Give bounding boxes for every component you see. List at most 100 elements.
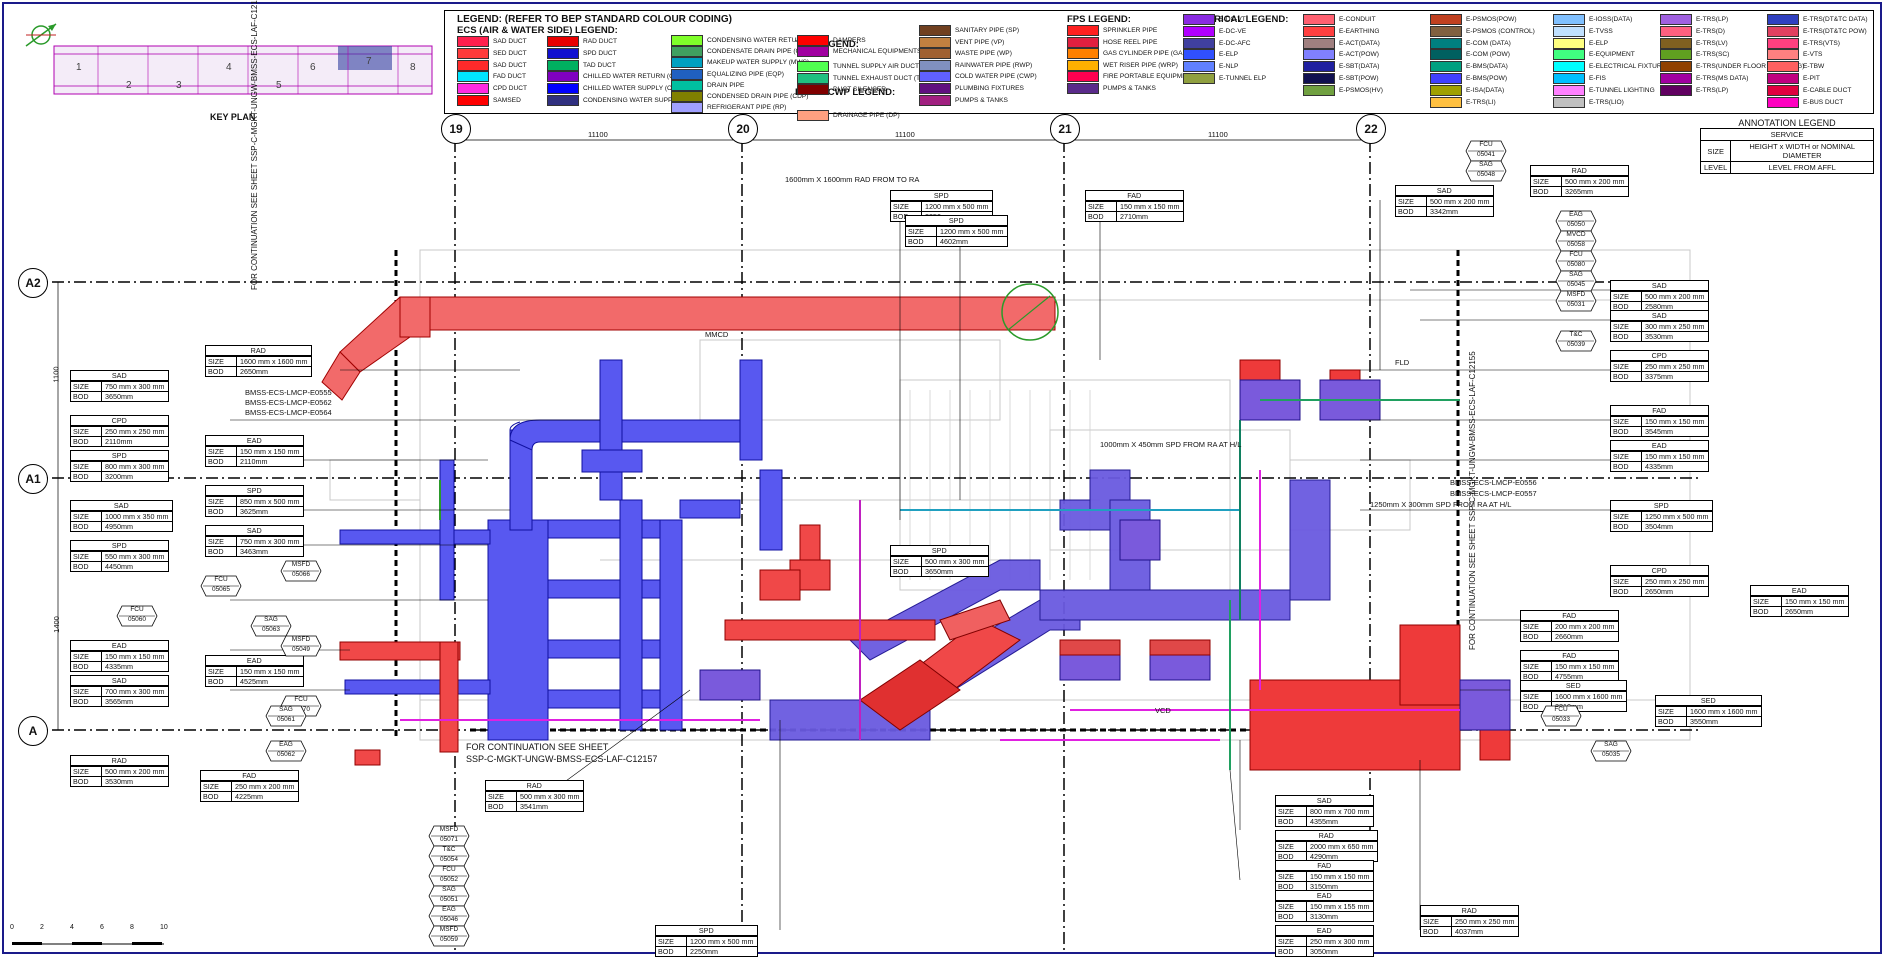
tag-bod-key: BOD: [71, 392, 102, 401]
tag-service: SPD: [206, 486, 303, 496]
legend-label: EQUALIZING PIPE (EQP): [707, 70, 784, 78]
key-plan-zone: 5: [276, 80, 282, 91]
legend-item: HOSE REEL PIPE: [1067, 36, 1157, 48]
legend-item: TAD DUCT: [547, 59, 616, 71]
legend-label: SAMSED: [493, 97, 521, 104]
legend-label: E-TUNNEL ELP: [1219, 75, 1267, 82]
hex-tag-number: 05071: [439, 836, 459, 843]
grid-bubble-col: 21: [1050, 114, 1080, 144]
legend-item: E-TUNNEL LIGHTING: [1553, 84, 1655, 96]
scale-tick-label: 10: [160, 924, 168, 931]
legend-label: MECHANICAL EQUIPMENTS: [833, 48, 922, 56]
hex-tag-type: FCU: [442, 866, 456, 873]
legend-label: E-EARTHING: [1339, 27, 1380, 35]
key-plan-zone: 8: [410, 62, 416, 73]
tag-bod-value: 3545mm: [1645, 427, 1673, 436]
tag-size-value: 700 mm x 300 mm: [105, 687, 165, 696]
legend-label: REFRIGERANT PIPE (RP): [707, 104, 787, 112]
tag-size-key: SIZE: [71, 652, 102, 661]
tag-bod-key: BOD: [71, 472, 102, 481]
legend-item: E-PSMOS(POW): [1430, 14, 1517, 25]
legend-swatch: [671, 57, 703, 69]
tag-size-key: SIZE: [206, 497, 237, 506]
legend-label: CONDENSED DRAIN PIPE (CDP): [707, 93, 809, 100]
tag-size-key: SIZE: [1086, 202, 1117, 211]
tag-size-key: SIZE: [1521, 692, 1552, 701]
hex-tag-type: T&C: [1569, 331, 1583, 338]
tag-size-value: 1600 mm x 1600 mm: [1555, 692, 1623, 701]
legend-item: PLUMBING FIXTURES: [919, 83, 1024, 94]
tag-bod-value: 2660mm: [1555, 632, 1583, 641]
legend-item: E-TRS(DT&TC POW): [1767, 25, 1867, 37]
legend-label: E-PSMOS (CONTROL): [1466, 27, 1535, 35]
key-plan-label: KEY PLAN: [210, 112, 256, 122]
tag-bod-key: BOD: [206, 677, 237, 686]
legend-item: E-TRS(LIO): [1553, 96, 1624, 108]
legend-swatch: [1660, 84, 1692, 96]
legend-item: E-BMS(POW): [1430, 73, 1507, 84]
tag-size-key: SIZE: [71, 552, 102, 561]
legend-item: TUNNEL EXHAUST DUCT (TEVD): [797, 72, 936, 84]
legend-swatch: [1183, 49, 1215, 61]
legend-label: CHILLED WATER RETURN (CHWR): [583, 73, 692, 81]
tag-service: EAD: [71, 641, 168, 651]
legend-label: PUMPS & TANKS: [1103, 85, 1156, 92]
tag-bod-value: 2250mm: [690, 947, 718, 956]
tag-service: RAD: [71, 756, 168, 766]
legend-item: E-TUNNEL ELP: [1183, 73, 1266, 84]
hex-tag-type: MSFD: [439, 826, 459, 833]
legend-label: E-COM (DATA): [1466, 39, 1511, 47]
legend-swatch: [1553, 37, 1585, 49]
legend-label: TUNNEL EXHAUST DUCT (TEVD): [833, 74, 936, 82]
legend-label: E-PSMOS(POW): [1466, 16, 1517, 23]
tag-bod-key: BOD: [1276, 882, 1307, 891]
tag-bod-key: BOD: [1276, 947, 1307, 956]
legend-item: E-EARTHING: [1303, 25, 1380, 37]
legend-label: E-VTS: [1803, 51, 1823, 59]
hex-tag-type: MVCD: [1566, 231, 1586, 238]
tag-size-key: SIZE: [1611, 452, 1642, 461]
tag-size-value: 2000 mm x 650 mm: [1310, 842, 1374, 851]
legend-swatch: [919, 25, 951, 36]
legend-item: E-TRS(SC): [1660, 49, 1729, 61]
legend-swatch: [1767, 25, 1799, 37]
panel-ref: BMSS-ECS-LMCP-E0555: [245, 388, 332, 397]
scale-tick-label: 2: [40, 924, 44, 931]
tag-size-value: 150 mm x 150 mm: [1785, 597, 1845, 606]
hex-tag-type: EAG: [442, 906, 456, 913]
tag-size-value: 250 mm x 250 mm: [105, 427, 165, 436]
tag-bod-key: BOD: [906, 237, 937, 246]
hex-tag-number: 05054: [439, 856, 459, 863]
legend-item: E-TBW: [1767, 61, 1824, 73]
legend-label: E-BMS(POW): [1466, 75, 1508, 82]
tag-service: SPD: [891, 546, 988, 556]
tag-size-key: SIZE: [1276, 807, 1307, 816]
legend-swatch: [1660, 49, 1692, 61]
legend-item: SANITARY PIPE (SP): [919, 25, 1019, 36]
legend-swatch: [1303, 49, 1335, 61]
tag-bod-key: BOD: [1276, 852, 1307, 861]
tag-size-value: 500 mm x 200 mm: [1430, 197, 1490, 206]
legend-swatch: [797, 46, 829, 58]
legend-label: E-NLP: [1219, 63, 1239, 71]
legend-swatch: [1303, 84, 1335, 96]
legend-label: E-TVSS: [1589, 27, 1613, 35]
legend-label: E-TRS(LP): [1696, 86, 1729, 94]
legend-label: CONDENSING WATER SUPPLY (CWS): [583, 97, 702, 104]
legend-label: E-PSMOS(HV): [1339, 86, 1383, 94]
scale-tick-label: 6: [100, 924, 104, 931]
